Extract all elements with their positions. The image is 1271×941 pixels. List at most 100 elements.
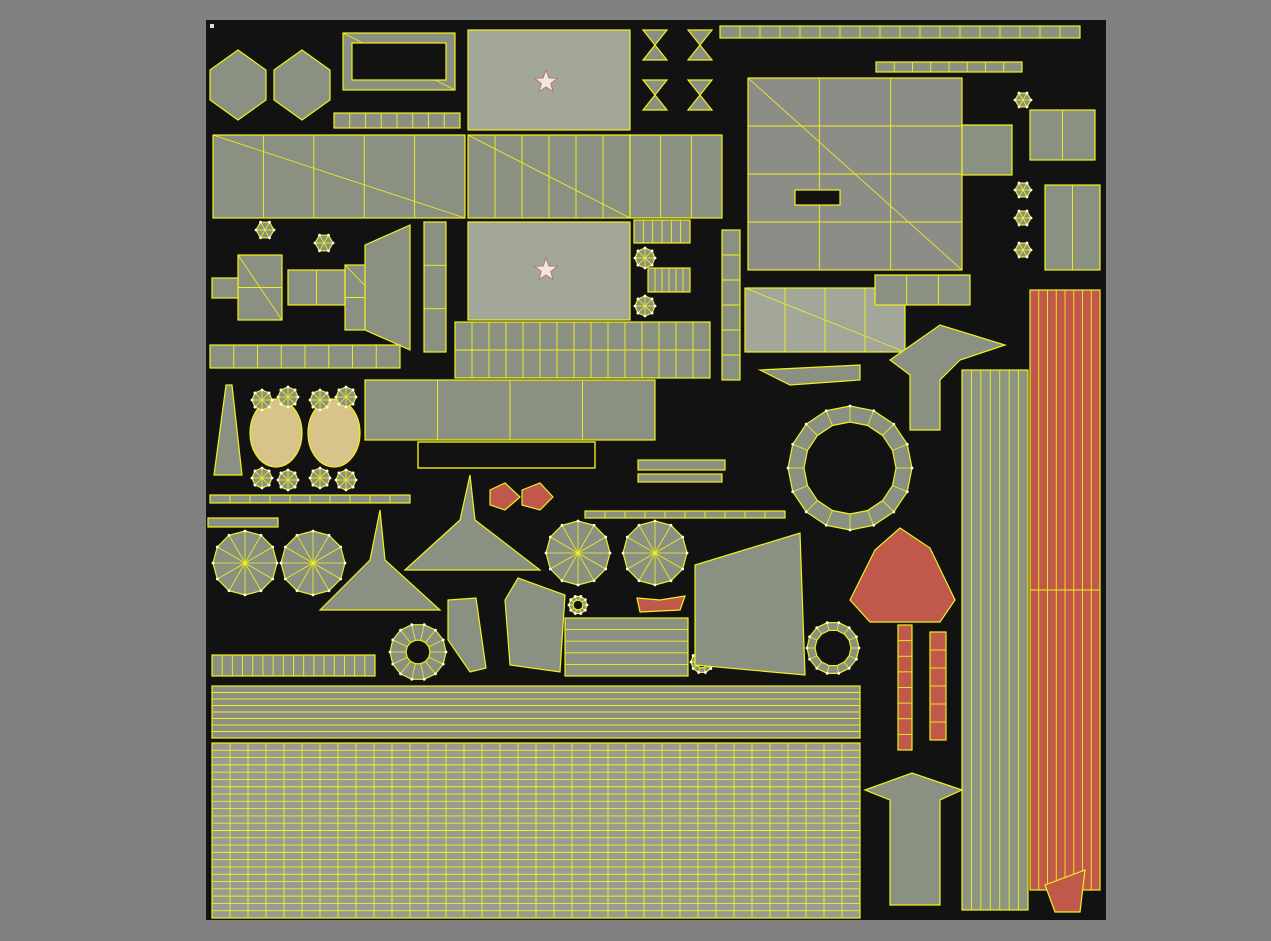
uv-edge	[892, 485, 908, 493]
uv-edge	[577, 552, 595, 581]
uv-edge	[260, 222, 266, 231]
uv-vertex	[1029, 216, 1033, 220]
uv-vertex	[253, 391, 257, 395]
uv-vertex	[573, 612, 577, 615]
uv-vertex	[650, 311, 654, 315]
uv-vertex	[293, 388, 297, 392]
uv-vertex	[848, 528, 852, 532]
uv-edge	[825, 410, 833, 426]
uv-vertex	[354, 478, 358, 482]
uv-vertex	[560, 523, 564, 527]
uv-vertex	[1017, 181, 1021, 185]
uv-layout-canvas[interactable]	[206, 20, 1106, 920]
uv-edge	[577, 536, 606, 554]
uv-vertex	[327, 233, 330, 237]
uv-edge	[882, 423, 895, 436]
uv-vertex	[636, 263, 640, 267]
uv-vertex	[422, 677, 426, 681]
uv-island	[213, 384, 243, 476]
uv-island-hole	[803, 421, 897, 515]
uv-edge	[319, 399, 328, 408]
uv-vertex	[824, 523, 828, 527]
uv-vertex	[344, 468, 348, 472]
uv-edge	[805, 423, 818, 436]
uv-vertex	[270, 398, 274, 402]
uv-vertex	[318, 233, 321, 237]
uv-vertex	[892, 510, 896, 514]
uv-vertex	[391, 638, 395, 642]
uv-edge	[644, 305, 653, 314]
uv-vertex	[837, 671, 841, 675]
uv-vertex	[325, 405, 329, 409]
uv-vertex	[653, 304, 657, 308]
uv-island	[629, 134, 723, 219]
uv-edge	[747, 77, 963, 271]
uv-vertex	[268, 236, 271, 240]
uv-island	[564, 617, 689, 677]
uv-edge	[892, 443, 908, 451]
uv-edge	[312, 477, 321, 486]
uv-edge	[550, 552, 579, 570]
uv-edge	[644, 298, 653, 307]
uv-edge	[420, 624, 425, 641]
uv-edge	[228, 562, 246, 591]
uv-edge	[285, 562, 314, 580]
uv-edge	[867, 410, 875, 426]
uv-vertex	[653, 256, 657, 260]
uv-vertex	[391, 662, 395, 666]
uv-vertex	[689, 660, 693, 664]
uv-edge	[638, 552, 656, 581]
uv-vertex	[410, 677, 414, 681]
uv-edge	[644, 257, 653, 266]
uv-edge	[345, 479, 354, 488]
uv-vertex	[293, 402, 297, 406]
uv-edge	[392, 639, 408, 648]
uv-edge	[312, 562, 341, 580]
uv-vertex	[579, 595, 583, 598]
uv-edge	[323, 235, 329, 244]
uv-edge	[237, 254, 283, 321]
uv-vertex	[697, 671, 701, 674]
uv-vertex	[685, 551, 689, 555]
uv-vertex	[583, 598, 587, 602]
uv-edge	[637, 298, 646, 307]
uv-edge	[627, 552, 656, 570]
uv-vertex	[337, 471, 341, 475]
uv-vertex	[325, 469, 329, 473]
uv-edge	[338, 396, 347, 405]
uv-vertex	[279, 388, 283, 392]
uv-vertex	[560, 579, 564, 583]
uv-vertex	[334, 395, 338, 399]
uv-island	[249, 398, 303, 468]
uv-vertex	[847, 666, 851, 670]
uv-vertex	[567, 603, 571, 607]
uv-island	[641, 29, 669, 61]
uv-edge	[792, 485, 808, 493]
uv-vertex	[296, 478, 300, 482]
uv-edge	[254, 392, 263, 401]
uv-vertex	[259, 220, 262, 224]
uv-edge	[212, 134, 466, 219]
uv-vertex	[243, 529, 247, 533]
uv-vertex	[569, 608, 573, 612]
uv-edge	[260, 229, 266, 238]
uv-edge	[825, 510, 833, 526]
uv-island	[417, 441, 596, 469]
uv-island	[888, 324, 1007, 431]
uv-edge	[312, 546, 341, 564]
uv-vertex	[643, 266, 647, 270]
uv-vertex	[308, 398, 312, 402]
uv-vertex	[337, 485, 341, 489]
uv-vertex	[583, 608, 587, 612]
uv-vertex	[268, 220, 271, 224]
uv-viewport[interactable]	[206, 20, 1106, 920]
uv-vertex	[808, 635, 811, 639]
uv-vertex	[328, 476, 332, 480]
uv-vertex	[227, 533, 231, 537]
uv-island	[874, 274, 971, 306]
uv-edge	[244, 562, 273, 580]
uv-vertex	[399, 672, 402, 676]
uv-vertex	[681, 535, 685, 539]
uv-edge	[323, 242, 329, 251]
uv-island	[961, 124, 1013, 176]
